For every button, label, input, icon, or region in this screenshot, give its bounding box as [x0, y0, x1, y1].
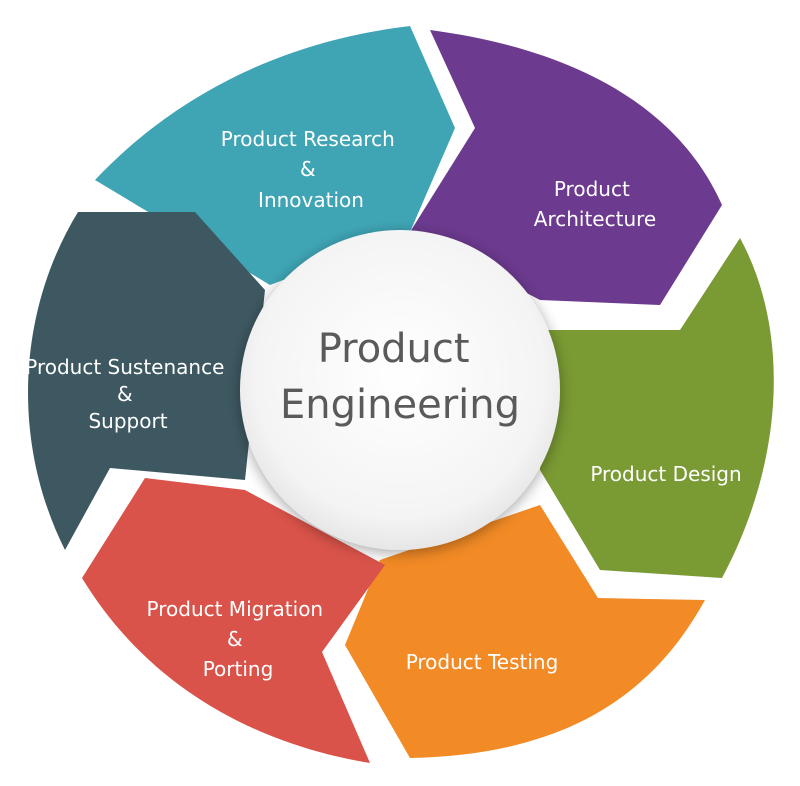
- label-testing: Product Testing: [406, 650, 559, 674]
- center-circle: [240, 230, 560, 550]
- label-research-line3: Innovation: [258, 188, 364, 212]
- label-migration-line2: &: [227, 627, 243, 651]
- label-research: Product Research & Innovation: [221, 127, 401, 212]
- label-testing-line1: Product Testing: [406, 650, 559, 674]
- label-migration-line1: Product Migration: [147, 597, 324, 621]
- label-research-line2: &: [300, 157, 316, 181]
- label-sustenance: Product Sustenance & Support: [25, 355, 231, 433]
- label-research-line1: Product Research: [221, 127, 395, 151]
- label-migration-line3: Porting: [203, 657, 274, 681]
- segment-testing-arrow: [345, 505, 705, 758]
- label-design: Product Design: [590, 462, 741, 486]
- label-architecture-line1: Product: [554, 177, 630, 201]
- segment-sustenance-arrow: [28, 212, 266, 550]
- segment-design-arrow: [540, 238, 774, 578]
- label-sustenance-line2: &: [117, 382, 133, 406]
- center-title-line1: Product: [318, 326, 470, 372]
- center-title: Product Engineering: [280, 326, 520, 428]
- label-architecture-line2: Architecture: [534, 207, 656, 231]
- label-design-line1: Product Design: [590, 462, 741, 486]
- label-architecture: Product Architecture: [534, 177, 656, 231]
- label-migration: Product Migration & Porting: [147, 597, 330, 681]
- segment-architecture-arrow: [410, 30, 722, 305]
- label-sustenance-line1: Product Sustenance: [25, 355, 224, 379]
- segment-migration-arrow: [82, 478, 385, 763]
- center-title-line2: Engineering: [280, 382, 520, 428]
- label-sustenance-line3: Support: [88, 409, 167, 433]
